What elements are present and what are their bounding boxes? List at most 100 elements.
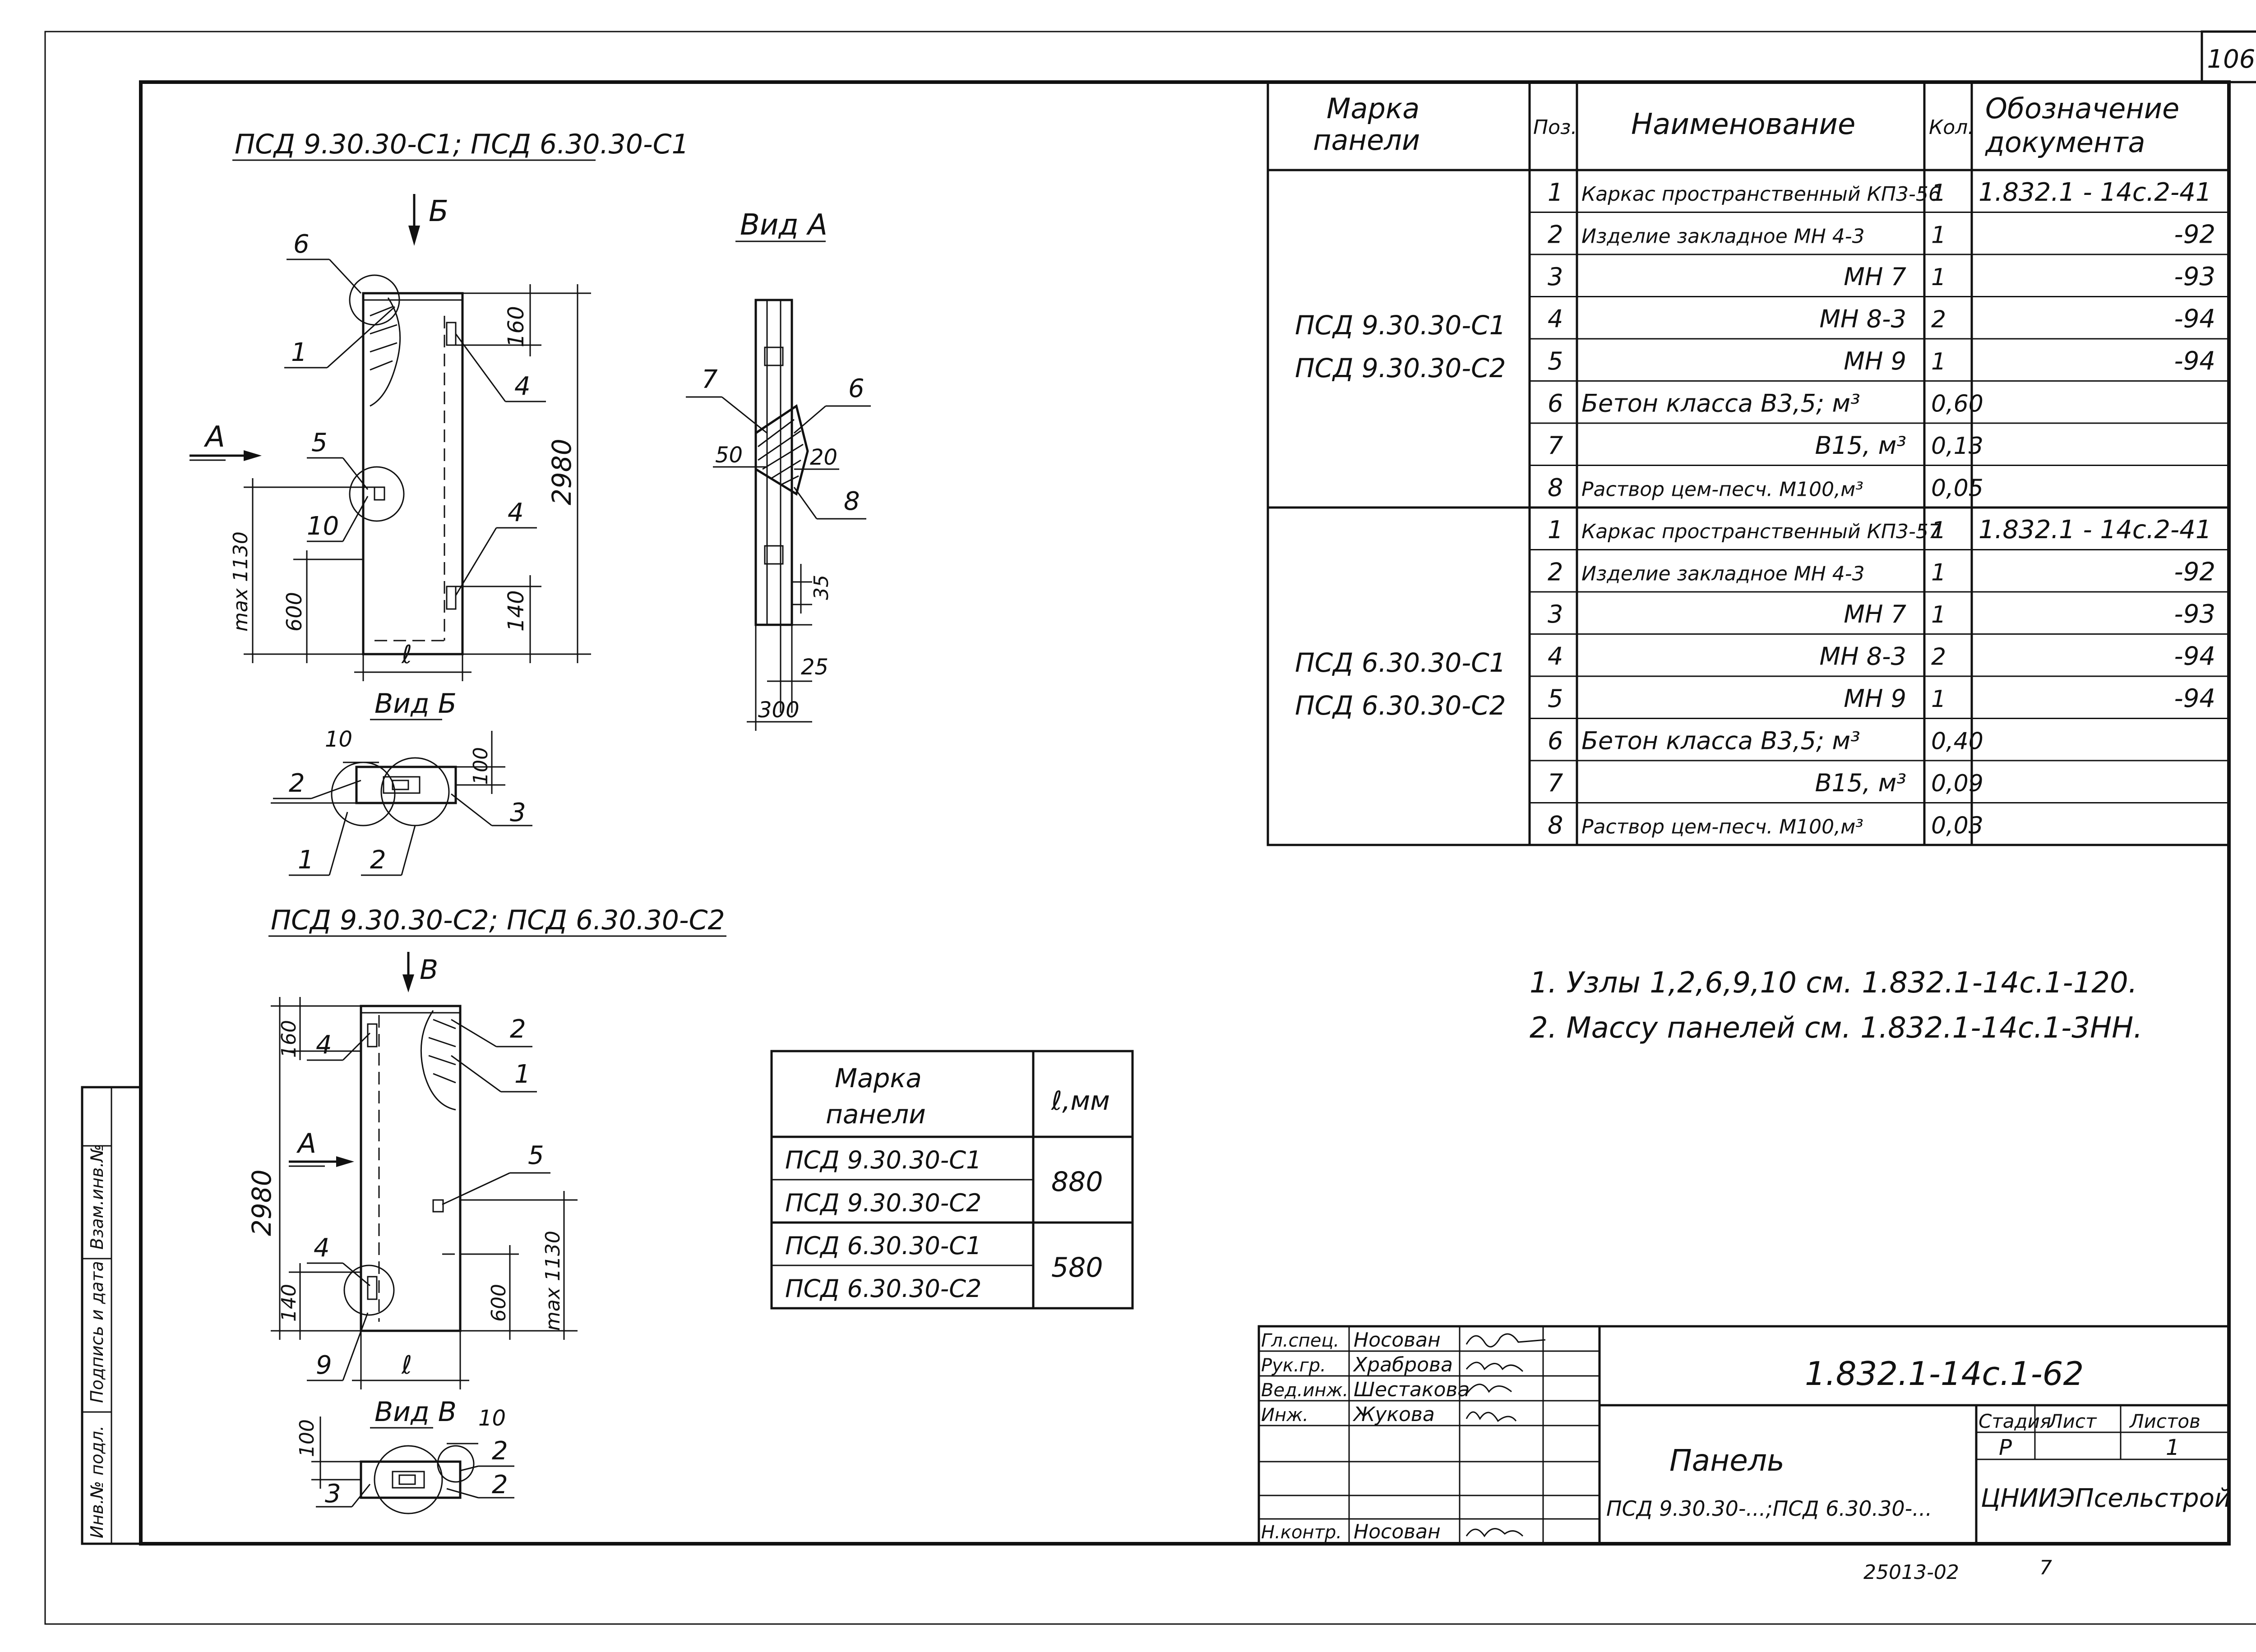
spec-qty: 0,40 [1931, 728, 1983, 755]
spec-qty: 2 [1931, 644, 1946, 671]
front-view-c1: Б А 2980 160 140 max 1130 600 ℓ 6 1 [190, 194, 591, 681]
dim-l-bottom: ℓ [401, 1351, 412, 1380]
dim-2980-bottom: 2980 [246, 1169, 277, 1236]
callout-7: 7 [702, 365, 718, 394]
spec-header-mark-2: панели [1313, 124, 1420, 157]
dim-100-v: 100 [296, 1419, 319, 1457]
stamp-vzam: Взам.инв.№ [87, 1144, 107, 1250]
spec-pos: 2 [1548, 221, 1563, 249]
spec-pos: 3 [1548, 263, 1563, 291]
callout-2-c2: 2 [510, 1015, 526, 1044]
spec-qty: 1 [1931, 559, 1946, 586]
spec-pos: 5 [1548, 347, 1563, 375]
stage-header: Стадия [1979, 1410, 2051, 1432]
spec-qty: 1 [1931, 601, 1946, 628]
spec-qty: 0,03 [1931, 812, 1983, 840]
vid-v-title: Вид В [374, 1396, 457, 1428]
spec-pos: 8 [1548, 474, 1563, 502]
spec-name: Бетон класса В3,5; м³ [1581, 389, 1860, 418]
callout-5-top: 5 [311, 428, 328, 457]
spec-name: Раствор цем-песч. М100,м³ [1581, 478, 1863, 501]
length-table-header-mark-2: панели [826, 1099, 926, 1130]
spec-name: Раствор цем-песч. М100,м³ [1581, 816, 1863, 839]
signature-2 [1465, 1361, 1524, 1372]
length-value-880: 880 [1051, 1166, 1103, 1198]
length-row-2: ПСД 9.30.30-С2 [785, 1189, 981, 1217]
spec-doc: -92 [2174, 558, 2215, 587]
spec-qty: 1 [1931, 517, 1946, 544]
callout-6-top: 6 [293, 230, 310, 259]
spec-doc: -94 [2174, 684, 2215, 713]
dim-l-top: ℓ [401, 640, 412, 669]
plan-view-b: Вид Б 100 10 2 3 1 2 [271, 688, 532, 876]
sheets-header: Листов [2129, 1410, 2201, 1432]
spec-name: В15, м³ [1815, 769, 1906, 797]
spec-name: Изделие закладное МН 4-3 [1581, 563, 1865, 586]
dim-140-top: 140 [504, 590, 529, 632]
vid-a-title: Вид А [740, 208, 828, 242]
section-view-a: Вид А 7 6 8 50 20 35 25 300 [686, 208, 871, 731]
spec-name: МН 8-3 [1819, 642, 1906, 671]
title-block: Гл.спец. Рук.гр. Вед.инж. Инж. Н.контр. … [1257, 1325, 2231, 1545]
sheets-value: 1 [2166, 1435, 2180, 1460]
spec-name: Изделие закладное МН 4-3 [1581, 225, 1865, 248]
spec-name: В15, м³ [1815, 431, 1906, 460]
plan-view-v: Вид В 100 10 2 2 3 [296, 1396, 514, 1514]
order-number: 25013-02 [1863, 1561, 1959, 1584]
callout-2-b-right: 2 [370, 845, 386, 875]
doc-code: 1.832.1-14с.1-62 [1805, 1355, 2084, 1393]
arrow-a-label-bottom: А [296, 1128, 316, 1159]
spec-doc: 1.832.1 - 14с.2-41 [1979, 178, 2212, 207]
callout-2-v-a: 2 [492, 1436, 508, 1466]
arrow-a-label: А [203, 420, 225, 454]
arrow-v-label: В [420, 954, 438, 986]
spec-doc: -94 [2174, 346, 2215, 376]
callout-10-top: 10 [307, 512, 339, 541]
dim-10-b: 10 [325, 727, 352, 752]
spec-header-doc: Обозначение [1985, 92, 2179, 125]
callout-4-c2-a: 4 [316, 1030, 332, 1060]
spec-doc: -94 [2174, 642, 2215, 671]
name-3: Шестакова [1354, 1378, 1470, 1401]
spec-doc: -93 [2174, 262, 2215, 291]
callout-4-top-a: 4 [514, 372, 531, 401]
spec-group-mark-2-a: ПСД 6.30.30-С1 [1295, 647, 1506, 678]
name-1: Носован [1354, 1329, 1441, 1352]
spec-pos: 8 [1548, 811, 1563, 840]
dim-160-top: 160 [504, 306, 529, 347]
callout-4-top-b: 4 [508, 498, 524, 527]
name-7: Носован [1354, 1520, 1441, 1543]
spec-pos: 4 [1548, 305, 1563, 333]
name-4: Жукова [1352, 1403, 1435, 1426]
spec-qty: 1 [1931, 264, 1946, 291]
spec-name: МН 7 [1844, 600, 1906, 628]
spec-doc: -94 [2174, 305, 2215, 334]
stamp-inv-podl: Инв.№ подл. [87, 1426, 107, 1538]
dim-25: 25 [801, 655, 828, 680]
spec-qty: 1 [1931, 686, 1946, 713]
top-view-title: ПСД 9.30.30-С1; ПСД 6.30.30-С1 [235, 129, 689, 160]
spec-qty: 0,13 [1931, 433, 1983, 460]
role-4: Инж. [1261, 1405, 1308, 1426]
footer-page: 7 [2039, 1556, 2052, 1579]
spec-doc: -93 [2174, 600, 2215, 629]
spec-pos: 7 [1548, 431, 1563, 460]
dim-10-v: 10 [478, 1406, 506, 1431]
doc-marks: ПСД 9.30.30-...;ПСД 6.30.30-... [1606, 1496, 1932, 1521]
spec-pos: 5 [1548, 684, 1563, 713]
spec-qty: 2 [1931, 306, 1946, 333]
spec-doc: -92 [2174, 220, 2215, 249]
dim-2980-top: 2980 [546, 438, 577, 505]
callout-1-b: 1 [298, 845, 314, 875]
spec-doc: 1.832.1 - 14с.2-41 [1979, 515, 2212, 545]
dim-600-top: 600 [282, 592, 306, 632]
length-row-1: ПСД 9.30.30-С1 [785, 1146, 981, 1174]
signature-7 [1465, 1528, 1524, 1537]
spec-qty: 0,05 [1931, 475, 1983, 502]
arrow-b-label: Б [429, 195, 448, 228]
spec-pos: 1 [1548, 178, 1563, 207]
spec-qty: 1 [1931, 222, 1946, 249]
signature-1 [1465, 1333, 1546, 1347]
dim-50: 50 [715, 443, 743, 468]
